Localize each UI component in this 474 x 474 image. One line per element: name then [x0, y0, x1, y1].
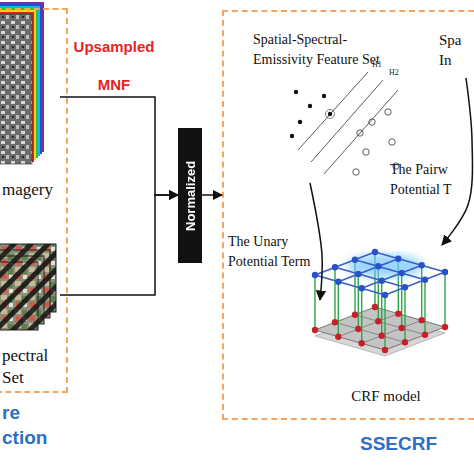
axis-label: H2: [389, 68, 399, 77]
edge-label: The Pairw Potential T: [390, 160, 474, 200]
thermal-image: magery: [0, 8, 60, 203]
panel-heading: re ction: [2, 400, 66, 450]
box-label: Normalized: [178, 128, 202, 263]
crf-lattice: [312, 249, 448, 356]
spectral-image-stack: [0, 244, 56, 330]
edge-label: Upsampled MNF: [70, 28, 158, 104]
edge-label: The Unary Potential Term: [228, 232, 320, 272]
crf-model: CRF model: [320, 245, 452, 410]
spatial-input: Spa In: [437, 28, 474, 78]
feature-extraction-panel: magerypectral Setre ction: [0, 8, 68, 393]
ssecrf-panel: Spatial-Spectral-Emissivity Feature Set S…: [222, 10, 474, 420]
connector-arrow: [310, 183, 322, 300]
image-label: pectral Set: [2, 345, 57, 389]
connector-arrow: [202, 194, 222, 196]
panel-heading: SSECRF: [360, 432, 437, 456]
spectral-image: pectral Set: [0, 225, 60, 390]
svm-scatter-plot: [290, 72, 399, 175]
connector-arrow: [60, 195, 178, 295]
axis-label: H1: [372, 60, 382, 69]
connector-arrow: [60, 97, 178, 195]
image-label: magery: [2, 180, 62, 200]
normalize-box: Normalized: [178, 128, 202, 263]
model-label: CRF model: [320, 386, 452, 406]
feature-set: Spatial-Spectral-Emissivity Feature Set: [245, 28, 405, 183]
connector-arrow: [442, 78, 473, 245]
thermal-image-stack: [0, 2, 44, 164]
input-label: Spa In: [439, 30, 467, 70]
